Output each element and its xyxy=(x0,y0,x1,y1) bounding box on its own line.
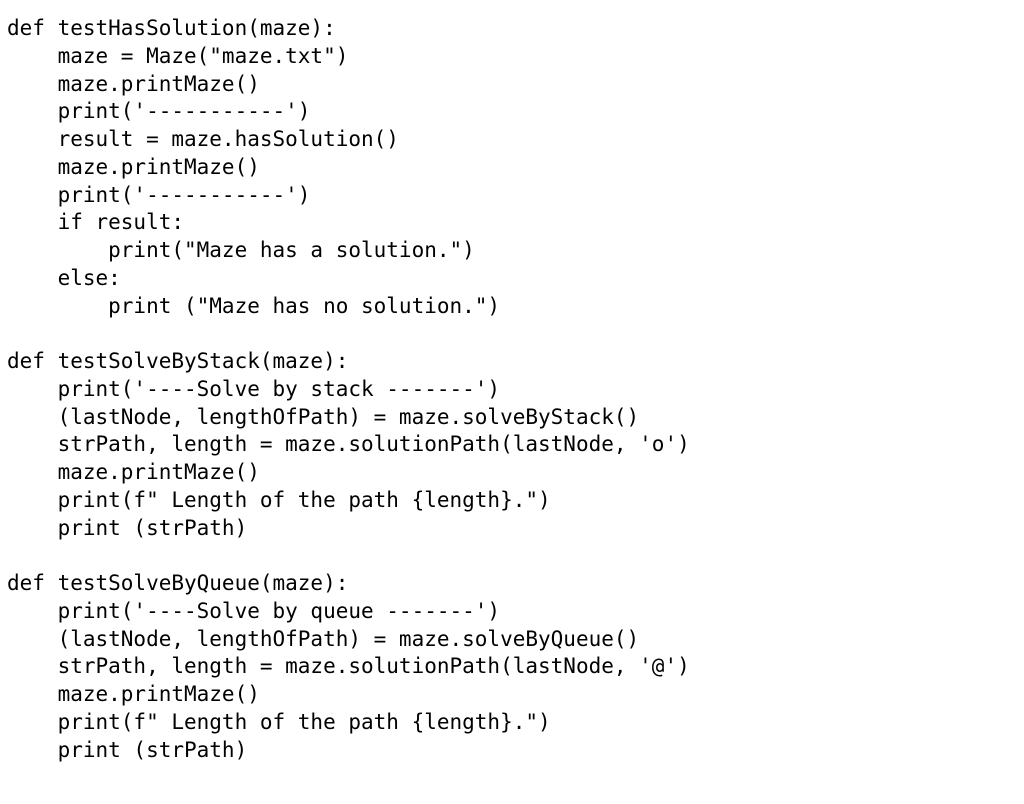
code-line: maze.printMaze() xyxy=(7,460,260,484)
code-block: def testHasSolution(maze): maze = Maze("… xyxy=(7,15,690,764)
blank-line xyxy=(7,320,690,348)
code-line: print("Maze has a solution.") xyxy=(7,238,475,262)
code-line: print('-----------') xyxy=(7,99,311,124)
code-line-def-test-has-solution: def testHasSolution(maze): xyxy=(7,16,336,40)
code-line-def-test-solve-by-stack: def testSolveByStack(maze): xyxy=(7,349,349,373)
code-line: maze.printMaze() xyxy=(7,154,260,179)
code-line: print (strPath) xyxy=(7,515,248,540)
code-line: print('----Solve by stack -------') xyxy=(7,376,501,401)
code-line: print('----Solve by queue -------') xyxy=(7,598,501,623)
code-line: print(f" Length of the path {length}.") xyxy=(7,709,551,734)
code-line-def-test-solve-by-queue: def testSolveByQueue(maze): xyxy=(7,571,349,595)
code-line: if result: xyxy=(7,210,185,235)
code-line: print ("Maze has no solution.") xyxy=(7,293,501,318)
code-line: print(f" Length of the path {length}.") xyxy=(7,487,551,512)
code-line: print('-----------') xyxy=(7,182,311,207)
code-line: (lastNode, lengthOfPath) = maze.solveByQ… xyxy=(7,626,640,651)
code-line: else: xyxy=(7,265,121,290)
code-line: print (strPath) xyxy=(7,737,248,762)
code-line: strPath, length = maze.solutionPath(last… xyxy=(7,432,690,457)
code-line: maze = Maze("maze.txt") xyxy=(7,43,349,68)
code-line: maze.printMaze() xyxy=(7,71,260,96)
blank-line xyxy=(7,542,690,570)
code-line: maze.printMaze() xyxy=(7,682,260,706)
code-line: result = maze.hasSolution() xyxy=(7,127,399,151)
code-line: strPath, length = maze.solutionPath(last… xyxy=(7,654,690,679)
code-line: (lastNode, lengthOfPath) = maze.solveByS… xyxy=(7,404,640,429)
